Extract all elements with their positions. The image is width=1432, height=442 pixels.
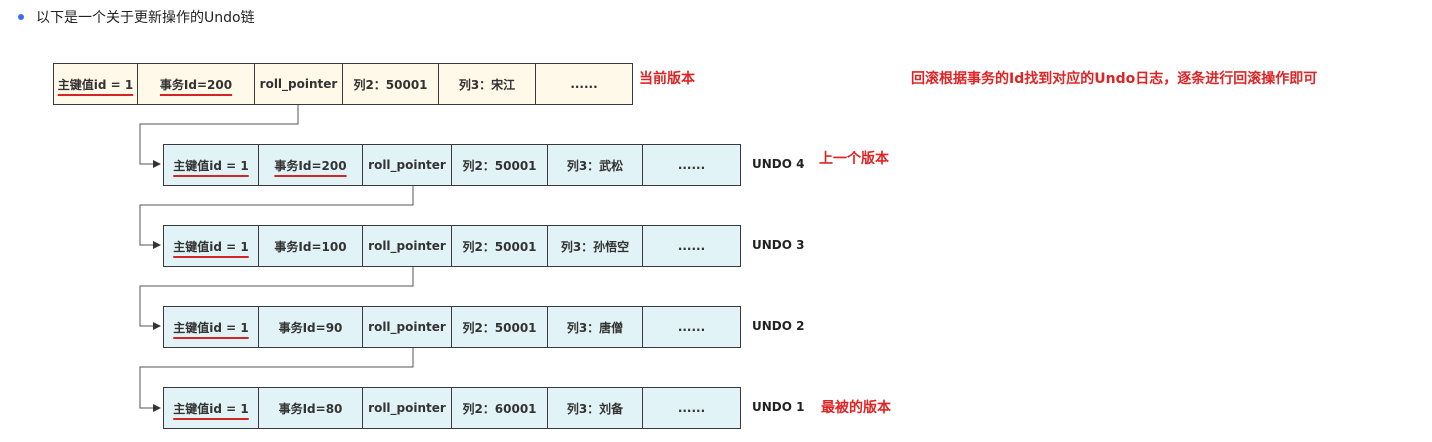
record-undo-1: 主键值id = 1 事务Id=80 roll_pointer 列2：60001 … [163,387,741,429]
connector-undo4-to-undo3 [139,185,414,249]
undo-4-label: UNDO 4 [752,157,805,171]
cell-primary-key: 主键值id = 1 [164,388,259,428]
cell-col2: 列2：60001 [452,388,548,428]
cell-primary-key: 主键值id = 1 [164,145,259,185]
intro-bullet: 以下是一个关于更新操作的Undo链 [18,6,255,28]
cell-roll-pointer: roll_pointer [363,307,452,347]
cell-trx-id: 事务Id=100 [259,226,363,266]
cell-trx-id: 事务Id=80 [259,388,363,428]
cell-roll-pointer: roll_pointer [255,64,343,104]
cell-trx-id: 事务Id=200 [138,64,255,104]
record-undo-3: 主键值id = 1 事务Id=100 roll_pointer 列2：50001… [163,225,741,267]
record-current: 主键值id = 1 事务Id=200 roll_pointer 列2：50001… [53,63,633,105]
rollback-explanation-note: 回滚根据事务的Id找到对应的Undo日志，逐条进行回滚操作即可 [911,71,1318,87]
current-version-note: 当前版本 [639,71,695,87]
connector-undo3-to-undo2 [139,266,414,330]
cell-primary-key: 主键值id = 1 [164,226,259,266]
cell-roll-pointer: roll_pointer [363,145,452,185]
oldest-version-note: 最被的版本 [821,400,891,416]
bullet-dot-icon [18,14,24,20]
cell-trx-id: 事务Id=200 [259,145,363,185]
cell-col3: 列3：唐僧 [548,307,643,347]
cell-primary-key: 主键值id = 1 [164,307,259,347]
cell-more: ...... [677,401,706,415]
connector-undo2-to-undo1 [139,347,414,412]
cell-col2: 列2：50001 [343,64,439,104]
cell-roll-pointer: roll_pointer [363,226,452,266]
cell-more: ...... [677,158,706,172]
cell-more: ...... [677,239,706,253]
intro-text: 以下是一个关于更新操作的Undo链 [36,10,255,26]
cell-col2: 列2：50001 [452,307,548,347]
undo-1-label: UNDO 1 [752,400,805,414]
cell-col2: 列2：50001 [452,145,548,185]
undo-2-label: UNDO 2 [752,319,805,333]
cell-more: ...... [677,320,706,334]
previous-version-note: 上一个版本 [819,151,889,167]
cell-primary-key: 主键值id = 1 [54,64,138,104]
cell-col3: 列3：宋江 [439,64,536,104]
cell-col3: 列3：武松 [548,145,643,185]
cell-col2: 列2：50001 [452,226,548,266]
undo-3-label: UNDO 3 [752,238,805,252]
connector-current-to-undo4 [139,104,299,168]
cell-trx-id: 事务Id=90 [259,307,363,347]
record-undo-4: 主键值id = 1 事务Id=200 roll_pointer 列2：50001… [163,144,741,186]
record-undo-2: 主键值id = 1 事务Id=90 roll_pointer 列2：50001 … [163,306,741,348]
cell-col3: 列3：刘备 [548,388,643,428]
cell-col3: 列3：孙悟空 [548,226,643,266]
cell-more: ...... [570,77,598,91]
cell-roll-pointer: roll_pointer [363,388,452,428]
